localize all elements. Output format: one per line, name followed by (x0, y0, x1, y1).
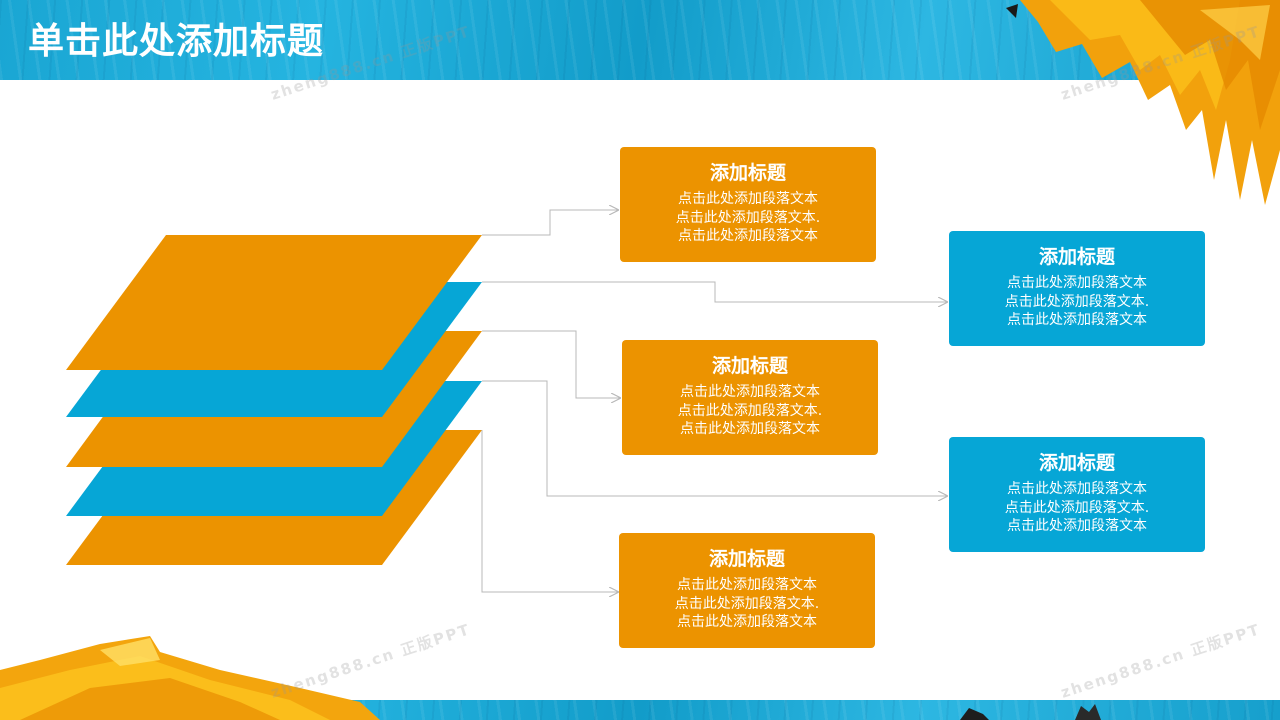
text-card-4[interactable]: 添加标题 点击此处添加段落文本 点击此处添加段落文本. 点击此处添加段落文本 (949, 437, 1205, 552)
text-card-1[interactable]: 添加标题 点击此处添加段落文本 点击此处添加段落文本. 点击此处添加段落文本 (620, 147, 876, 262)
card-text: 点击此处添加段落文本 (1007, 275, 1147, 291)
connector-4 (482, 380, 947, 496)
card-text: 点击此处添加段落文本. (1004, 499, 1150, 516)
card-text: 点击此处添加段落文本 (1007, 312, 1147, 328)
card-text: 点击此处添加段落文本. (674, 595, 820, 612)
card-text: 点击此处添加段落文本. (677, 402, 823, 419)
card-text: 点击此处添加段落文本 (680, 384, 820, 400)
layer-1 (66, 235, 482, 370)
connector-2 (482, 281, 947, 302)
text-card-5[interactable]: 添加标题 点击此处添加段落文本 点击此处添加段落文本. 点击此处添加段落文本 (619, 533, 875, 648)
card-title: 添加标题 (1038, 452, 1115, 474)
card-text: 点击此处添加段落文本 (680, 421, 820, 437)
connector-5 (481, 430, 618, 592)
connector-1 (482, 210, 618, 236)
text-card-2[interactable]: 添加标题 点击此处添加段落文本 点击此处添加段落文本. 点击此处添加段落文本 (949, 231, 1205, 346)
text-card-3[interactable]: 添加标题 点击此处添加段落文本 点击此处添加段落文本. 点击此处添加段落文本 (622, 340, 878, 455)
card-text: 点击此处添加段落文本 (1007, 518, 1147, 534)
slide-title[interactable]: 单击此处添加标题 (28, 21, 325, 62)
card-text: 点击此处添加段落文本. (1004, 293, 1150, 310)
card-title: 添加标题 (711, 355, 788, 377)
card-title: 添加标题 (1038, 246, 1115, 268)
card-text: 点击此处添加段落文本 (678, 191, 818, 207)
card-title: 添加标题 (708, 548, 785, 570)
card-text: 点击此处添加段落文本 (1007, 481, 1147, 497)
card-text: 点击此处添加段落文本 (677, 577, 817, 593)
card-title: 添加标题 (709, 162, 786, 184)
connector-3 (482, 330, 620, 398)
card-text: 点击此处添加段落文本 (678, 228, 818, 244)
card-text: 点击此处添加段落文本. (675, 209, 821, 226)
card-text: 点击此处添加段落文本 (677, 614, 817, 630)
